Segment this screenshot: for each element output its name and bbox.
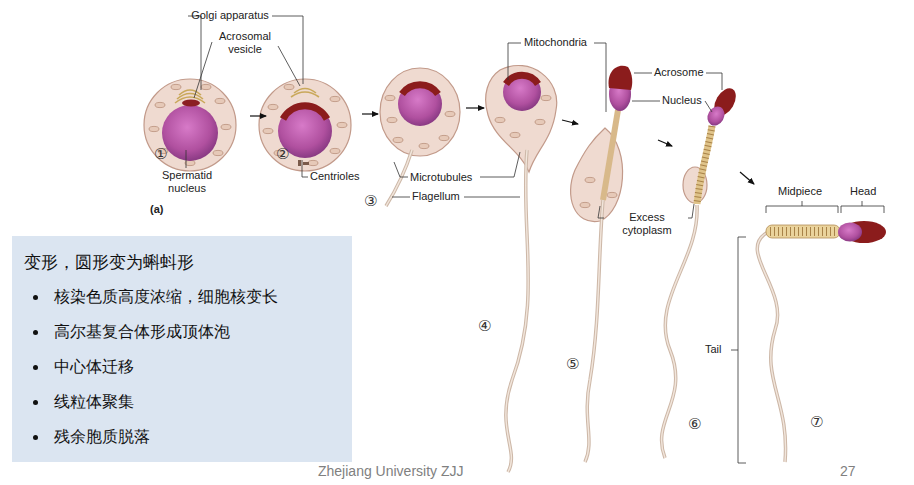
part-label: Acrosome: [654, 66, 704, 79]
part-label: Acrosomal vesicle: [214, 30, 276, 56]
callout-number: ④: [478, 318, 491, 335]
summary-box: 变形，圆形变为蝌蚪形核染色质高度浓缩，细胞核变长高尔基复合体形成顶体泡中心体迁移…: [12, 236, 352, 462]
part-label: Mitochondria: [524, 36, 587, 49]
part-label: Excess cytoplasm: [606, 211, 688, 237]
part-label: Tail: [705, 343, 722, 356]
part-label: Flagellum: [412, 190, 460, 203]
bullet-text: 核染色质高度浓缩，细胞核变长: [54, 287, 278, 306]
footer-text: Zhejiang University ZJJ: [318, 463, 464, 480]
bullet-text: 中心体迁移: [54, 357, 134, 376]
bullet-item: 高尔基复合体形成顶体泡: [24, 320, 340, 344]
part-label: Microtubules: [410, 171, 472, 184]
callout-number: ②: [276, 146, 289, 163]
bullet-dot: [33, 365, 38, 370]
callout-number: ①: [154, 146, 167, 163]
panel-letter: (a): [150, 203, 163, 216]
part-label: Golgi apparatus: [190, 9, 270, 22]
bullet-item: 残余胞质脱落: [24, 425, 340, 449]
page-number: 27: [840, 463, 856, 480]
bullet-item: 线粒体聚集: [24, 390, 340, 414]
part-label: Nucleus: [662, 94, 702, 107]
bullet-text: 残余胞质脱落: [54, 427, 150, 446]
callout-number: ⑦: [810, 414, 823, 431]
bullet-item: 核染色质高度浓缩，细胞核变长: [24, 285, 340, 309]
callout-number: ⑥: [688, 416, 701, 433]
bullet-dot: [33, 295, 38, 300]
bullet-text: 线粒体聚集: [54, 392, 134, 411]
part-label: Midpiece: [778, 185, 822, 198]
bullet-text: 高尔基复合体形成顶体泡: [54, 322, 230, 341]
bullet-item: 中心体迁移: [24, 355, 340, 379]
bullet-dot: [33, 400, 38, 405]
part-label: Head: [850, 185, 876, 198]
bullet-dot: [33, 330, 38, 335]
part-label: Centrioles: [310, 170, 360, 183]
callout-number: ⑤: [566, 356, 579, 373]
callout-number: ③: [364, 193, 377, 210]
bullet-dot: [33, 435, 38, 440]
part-label: Spermatid nucleus: [156, 169, 218, 195]
box-heading: 变形，圆形变为蝌蚪形: [24, 250, 340, 274]
